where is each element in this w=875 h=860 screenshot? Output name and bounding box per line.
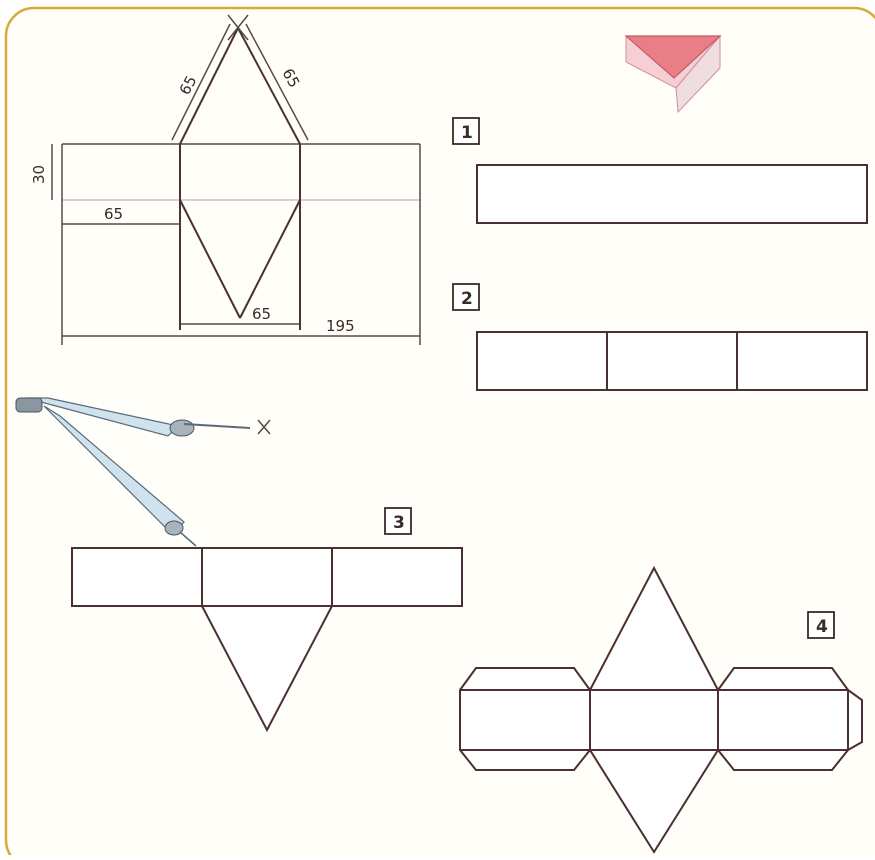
step-2: 2 [452, 283, 868, 391]
dim-height: 30 [30, 165, 48, 184]
step-1: 1 [452, 117, 868, 224]
upper-triangle-left [179, 27, 239, 145]
dim-left-offset: 65 [104, 205, 123, 223]
lower-triangle-right [239, 199, 301, 319]
step-1-label: 1 [461, 123, 473, 143]
step-3: 3 [71, 507, 463, 733]
step-2-label: 2 [461, 289, 473, 309]
step-1-strip [476, 164, 868, 224]
upper-triangle-right [237, 27, 301, 145]
dim-total-length: 195 [326, 317, 355, 335]
dim-line-arc-right [245, 23, 309, 141]
step-3-triangle [200, 605, 334, 733]
step-4-label: 4 [816, 617, 828, 637]
construction-drawing: 65 65 30 65 65 195 [30, 14, 421, 345]
step-2-box [452, 283, 480, 311]
triangular-prism-icon [624, 34, 722, 114]
step-4-right-face [717, 667, 849, 771]
step-4-box [807, 611, 835, 639]
arc-cross-b [227, 14, 249, 41]
dim-triangle-base: 65 [252, 305, 271, 323]
step-4-left-face [459, 667, 591, 771]
step-4-glue-tab [847, 688, 863, 752]
lower-triangle-left [179, 199, 241, 319]
step-4-middle-face [589, 689, 719, 751]
compass-icon [15, 397, 271, 547]
step-1-box [452, 117, 480, 145]
step-2-strip [476, 331, 868, 391]
step-4: 4 [459, 565, 863, 854]
dim-line-arc-left [171, 23, 231, 141]
step-3-box [384, 507, 412, 535]
step-3-label: 3 [393, 513, 405, 533]
step-3-strip [71, 547, 463, 607]
